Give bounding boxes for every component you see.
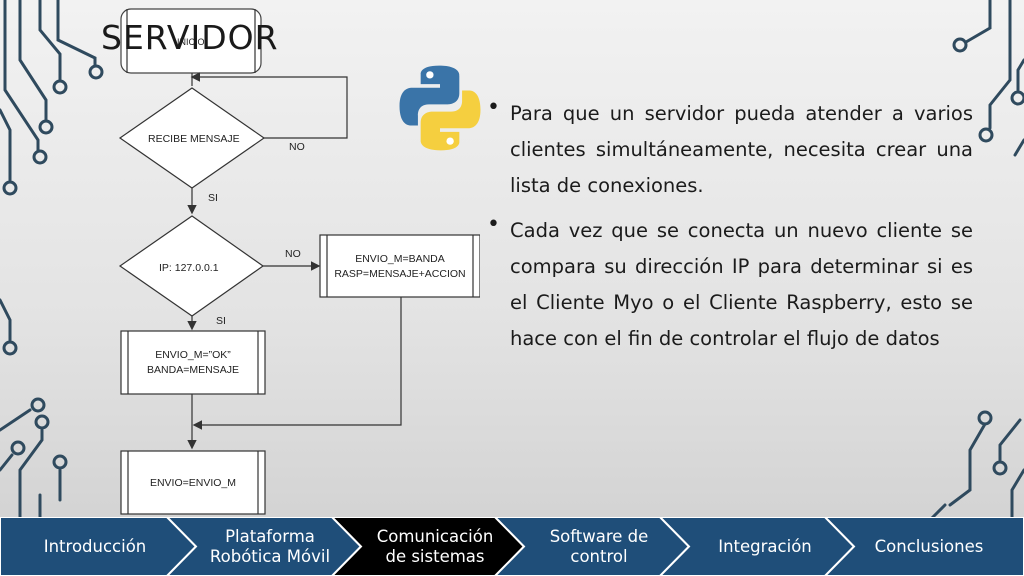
process-left-line2: BANDA=MENSAJE [147, 364, 239, 376]
nav-item-comunicacion[interactable]: Comunicación de sistemas [376, 526, 494, 566]
nav-chevrons [0, 517, 1024, 576]
decision2-label: IP: 127.0.0.1 [159, 262, 219, 274]
bullet-item: Cada vez que se conecta un nuevo cliente… [487, 207, 973, 357]
decision1-label: RECIBE MENSAJE [148, 133, 240, 145]
process-final-label: ENVIO=ENVIO_M [150, 477, 236, 489]
slide-title: SERVIDOR [101, 18, 279, 57]
section-navigation: Introducción Plataforma Robótica Móvil C… [0, 517, 1024, 576]
process-envio-banda [319, 234, 480, 298]
nav-item-software[interactable]: Software de control [549, 526, 649, 566]
process-right-line2: RASP=MENSAJE+ACCION [334, 268, 465, 280]
python-logo-icon [399, 65, 481, 151]
nav-item-integracion[interactable]: Integración [718, 536, 812, 556]
nav-item-introduccion[interactable]: Introducción [43, 536, 147, 556]
decision1-no-label: NO [289, 141, 305, 153]
decision1-yes-label: SI [208, 192, 218, 204]
process-left-line1: ENVIO_M=”OK” [155, 349, 231, 361]
nav-item-conclusiones[interactable]: Conclusiones [874, 536, 984, 556]
start-label: INICIO [177, 37, 205, 47]
decision2-no-label: NO [285, 248, 301, 260]
bullet-item: Para que un servidor pueda atender a var… [487, 90, 973, 204]
process-right-line1: ENVIO_M=BANDA [355, 253, 445, 265]
bullet-list: Para que un servidor pueda atender a var… [487, 90, 973, 366]
process-envio-ok [120, 330, 266, 395]
process-envio-final [120, 450, 266, 515]
decision2-yes-label: SI [216, 315, 226, 327]
nav-item-plataforma[interactable]: Plataforma Robótica Móvil [209, 526, 331, 566]
flowchart: INICIO RECIBE MENSAJE NO SI IP: 127.0.0.… [118, 8, 480, 515]
